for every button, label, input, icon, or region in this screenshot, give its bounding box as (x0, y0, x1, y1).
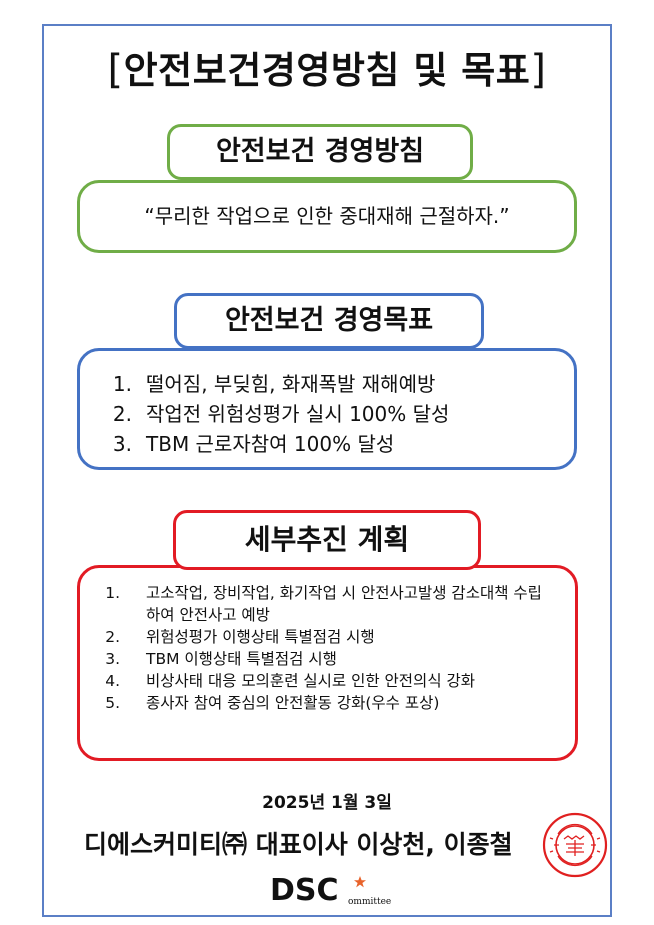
plan-text: TBM 이행상태 특별점검 시행 (146, 650, 337, 668)
goal-number: 2. (112, 402, 132, 426)
goals-label: 안전보건 경영목표 (174, 293, 484, 349)
policy-statement: “무리한 작업으로 인한 중대재해 근절하자.” (77, 180, 577, 253)
company-seal-icon (542, 812, 608, 878)
plan-number: 4. (105, 672, 120, 690)
plan-text: 고소작업, 장비작업, 화기작업 시 안전사고발생 감소대책 수립하여 안전사고… (146, 584, 542, 624)
issue-date: 2025년 1월 3일 (262, 793, 392, 813)
plan-number: 3. (105, 650, 120, 668)
plan-number: 2. (105, 628, 120, 646)
logo-main-text: DSC (270, 873, 339, 908)
goal-item: 2. 작업전 위험성평가 실시 100% 달성 (92, 399, 574, 429)
plan-text: 위험성평가 이행상태 특별점검 시행 (146, 628, 375, 646)
plan-text: 종사자 참여 중심의 안전활동 강화(우수 포상) (146, 694, 440, 712)
plan-text: 비상사태 대응 모의훈련 실시로 인한 안전의식 강화 (146, 672, 476, 690)
signature-line: 디에스커미티㈜ 대표이사 이상천, 이종철 (84, 830, 513, 859)
goal-text: TBM 근로자참여 100% 달성 (146, 432, 395, 456)
plan-label: 세부추진 계획 (173, 510, 481, 570)
plan-item: 5. 종사자 참여 중심의 안전활동 강화(우수 포상) (90, 692, 575, 714)
title-close-bracket: ] (530, 47, 547, 93)
page-frame (42, 24, 612, 917)
page-title: [안전보건경영방침 및 목표] (42, 40, 612, 94)
company-logo: DSC ommittee (270, 873, 391, 908)
goal-text: 작업전 위험성평가 실시 100% 달성 (146, 402, 450, 426)
goal-number: 1. (112, 372, 132, 396)
title-open-bracket: [ (107, 47, 124, 93)
plan-number: 5. (105, 694, 120, 712)
logo-star-icon (354, 876, 366, 888)
plan-item: 2. 위험성평가 이행상태 특별점검 시행 (90, 626, 575, 648)
logo-sub-text: ommittee (348, 897, 391, 907)
plan-number: 1. (105, 584, 120, 602)
goal-number: 3. (112, 432, 132, 456)
plan-item: 3. TBM 이행상태 특별점검 시행 (90, 648, 575, 670)
goal-text: 떨어짐, 부딪힘, 화재폭발 재해예방 (146, 372, 436, 396)
plan-list: 1. 고소작업, 장비작업, 화기작업 시 안전사고발생 감소대책 수립하여 안… (77, 565, 578, 761)
goal-item: 1. 떨어짐, 부딪힘, 화재폭발 재해예방 (92, 369, 574, 399)
goal-item: 3. TBM 근로자참여 100% 달성 (92, 429, 574, 459)
plan-item: 1. 고소작업, 장비작업, 화기작업 시 안전사고발생 감소대책 수립하여 안… (90, 582, 575, 626)
title-text: 안전보건경영방침 및 목표 (123, 49, 531, 92)
goals-list: 1. 떨어짐, 부딪힘, 화재폭발 재해예방 2. 작업전 위험성평가 실시 1… (77, 348, 577, 470)
policy-label: 안전보건 경영방침 (167, 124, 473, 180)
plan-item: 4. 비상사태 대응 모의훈련 실시로 인한 안전의식 강화 (90, 670, 575, 692)
